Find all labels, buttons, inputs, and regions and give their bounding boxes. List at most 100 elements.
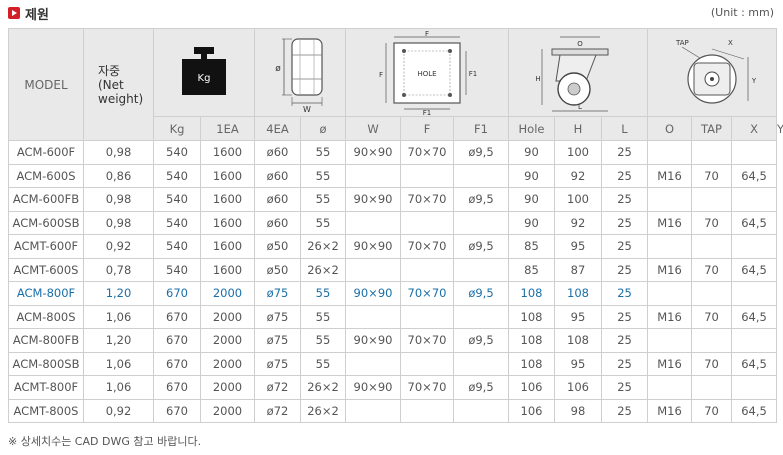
table-cell: 90×90 xyxy=(345,375,401,400)
wheel-dimension-icon: ø W xyxy=(275,37,323,113)
table-cell: 64,5 xyxy=(731,210,778,235)
table-cell: 2000 xyxy=(200,304,255,329)
stem-x-label: X xyxy=(728,39,733,47)
table-cell: 106 xyxy=(508,398,555,423)
table-cell: 0,78 xyxy=(83,257,154,282)
table-cell: 95 xyxy=(554,351,602,376)
model-cell: ACM-600S xyxy=(8,163,84,188)
weight-icon: Kg xyxy=(182,46,226,95)
table-cell: 108 xyxy=(554,281,602,306)
plate-f1-bottom-label: F1 xyxy=(423,109,431,115)
table-cell: 0,98 xyxy=(83,210,154,235)
unit-header-row: Kg 1EA 4EA ø W F F1 Hole H L O TAP X Y xyxy=(9,116,783,141)
table-cell: 0,98 xyxy=(83,187,154,212)
table-cell xyxy=(400,163,454,188)
caster-side-diagram-cell: O H L xyxy=(507,28,649,117)
table-cell: 2000 xyxy=(200,375,255,400)
table-cell: ø9,5 xyxy=(453,234,509,259)
table-cell: 25 xyxy=(600,351,649,376)
table-cell: ø72 xyxy=(254,375,301,400)
table-cell: 108 xyxy=(508,328,555,353)
table-cell: 70×70 xyxy=(400,187,454,212)
table-cell xyxy=(400,257,454,282)
stem-y-label: Y xyxy=(751,77,757,85)
table-cell xyxy=(400,398,454,423)
table-cell: 25 xyxy=(600,328,649,353)
wheel-diagram-cell: ø W xyxy=(254,28,346,117)
spec-table: MODEL 자중 (Net weight) Kg xyxy=(8,28,783,423)
table-cell: 2000 xyxy=(200,351,255,376)
unit-header-cell: F1 xyxy=(453,116,509,141)
table-cell: 90×90 xyxy=(345,140,401,165)
table-cell: 1,06 xyxy=(83,351,154,376)
table-cell: 85 xyxy=(508,234,555,259)
table-cell xyxy=(453,163,509,188)
table-cell: 25 xyxy=(600,281,649,306)
table-cell: 92 xyxy=(554,210,602,235)
table-cell xyxy=(400,351,454,376)
model-cell: ACM-600FB xyxy=(8,187,84,212)
model-cell: ACM-600F xyxy=(8,140,84,165)
caster-side-dimension-icon: O H L xyxy=(535,36,609,111)
table-cell: 1,06 xyxy=(83,304,154,329)
table-cell xyxy=(345,304,401,329)
table-cell: 0,86 xyxy=(83,163,154,188)
table-cell xyxy=(731,140,778,165)
table-cell: 108 xyxy=(554,328,602,353)
table-cell: 70×70 xyxy=(400,140,454,165)
table-cell xyxy=(400,304,454,329)
model-cell: ACM-600SB xyxy=(8,210,84,235)
table-cell: 670 xyxy=(153,304,201,329)
table-cell: 670 xyxy=(153,328,201,353)
model-header: MODEL xyxy=(8,28,84,141)
table-cell xyxy=(453,304,509,329)
table-cell: ø75 xyxy=(254,351,301,376)
table-cell: 70 xyxy=(691,210,733,235)
table-cell: 25 xyxy=(600,234,649,259)
table-cell xyxy=(345,351,401,376)
plate-f-top-label: F xyxy=(425,31,429,38)
table-cell xyxy=(731,375,778,400)
table-cell: 108 xyxy=(508,304,555,329)
model-cell: ACM-800FB xyxy=(8,328,84,353)
model-cell: ACMT-800S xyxy=(8,398,84,423)
table-cell: 70×70 xyxy=(400,328,454,353)
table-cell: 90 xyxy=(508,163,555,188)
table-cell xyxy=(647,328,693,353)
table-cell: 90×90 xyxy=(345,281,401,306)
table-cell: 25 xyxy=(600,140,649,165)
table-cell: M16 xyxy=(647,398,693,423)
table-cell: ø9,5 xyxy=(453,187,509,212)
table-cell: 70×70 xyxy=(400,281,454,306)
top-plate-diagram-cell: F HOLE F F1 F1 xyxy=(345,28,509,117)
stem-tap-label: TAP xyxy=(675,39,689,47)
table-cell: 540 xyxy=(153,234,201,259)
weight-icon-label: Kg xyxy=(198,73,211,84)
table-cell: 25 xyxy=(600,210,649,235)
caster-l-label: L xyxy=(578,103,582,111)
table-cell: ø75 xyxy=(254,304,301,329)
table-cell: 95 xyxy=(554,234,602,259)
table-cell: 70 xyxy=(691,257,733,282)
unit-header-cell: Hole xyxy=(508,116,555,141)
table-cell: ø60 xyxy=(254,210,301,235)
arrow-bullet-icon xyxy=(8,7,20,19)
table-cell: ø60 xyxy=(254,140,301,165)
table-cell: 1600 xyxy=(200,140,255,165)
table-cell: 540 xyxy=(153,257,201,282)
table-cell: 25 xyxy=(600,187,649,212)
table-cell xyxy=(731,187,778,212)
model-cell: ACM-800F xyxy=(8,281,84,306)
plate-hole-label: HOLE xyxy=(417,70,436,78)
table-cell: 90 xyxy=(508,140,555,165)
table-cell: 90×90 xyxy=(345,187,401,212)
table-cell xyxy=(647,375,693,400)
table-cell: 25 xyxy=(600,304,649,329)
